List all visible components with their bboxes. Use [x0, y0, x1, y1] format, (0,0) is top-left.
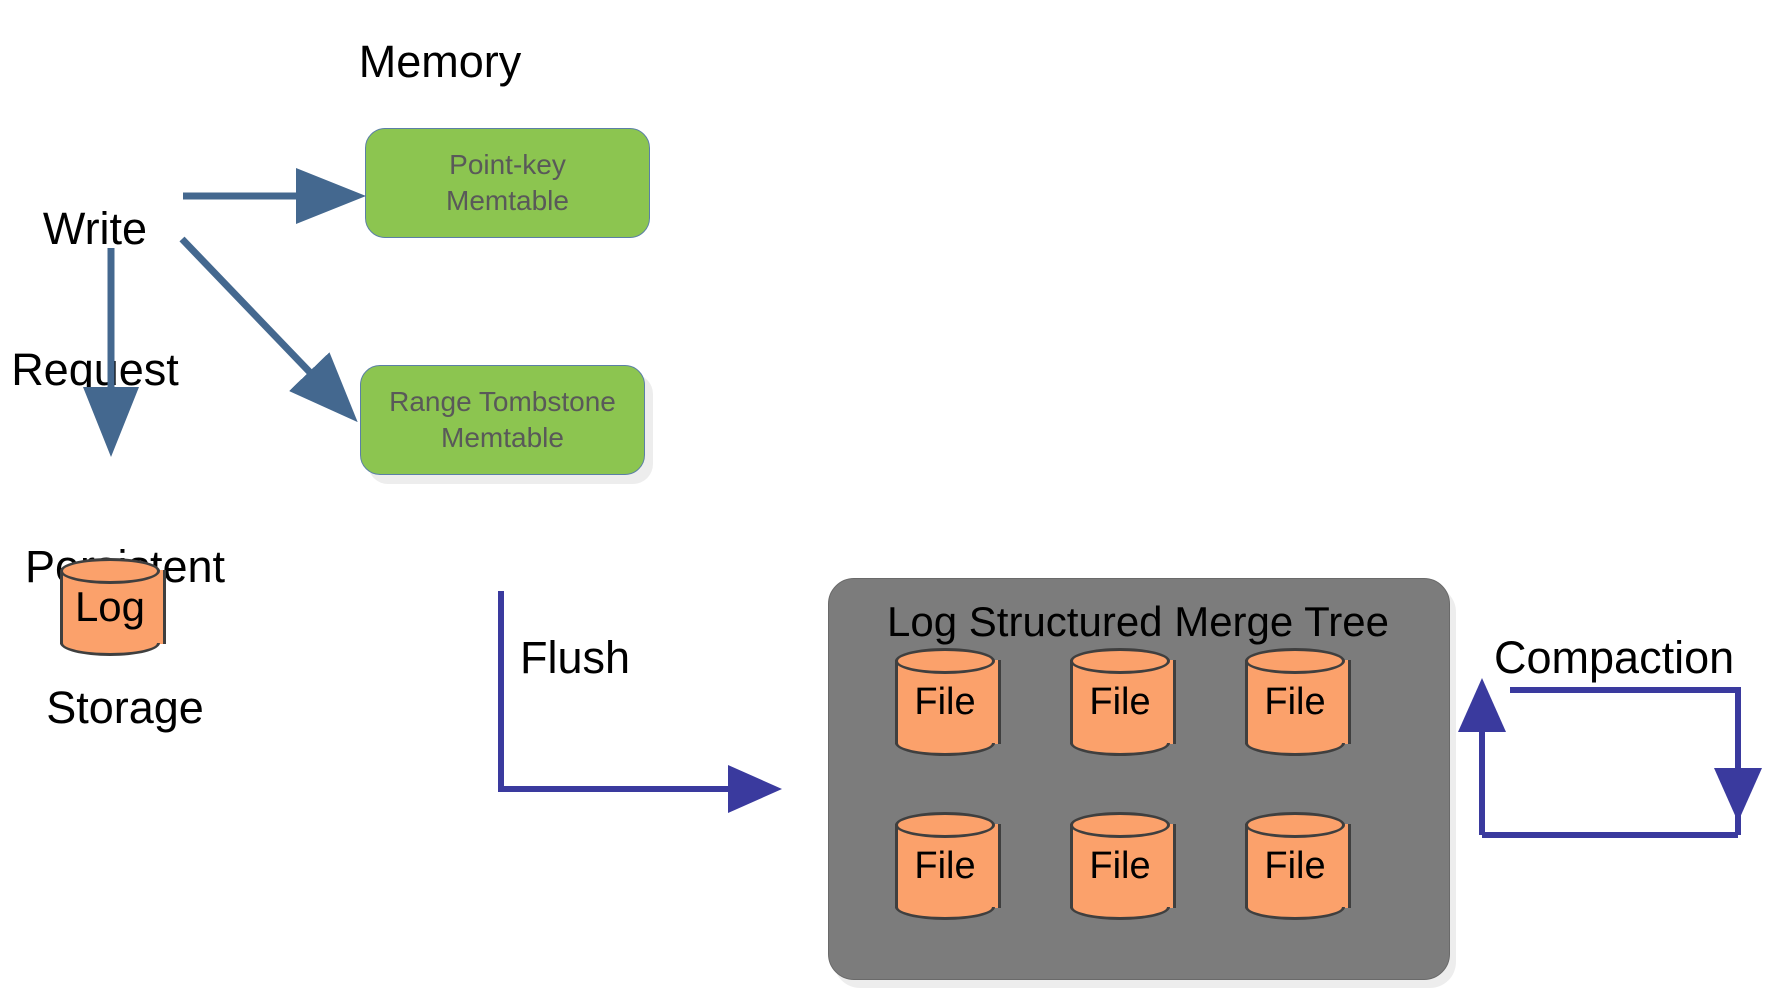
point-key-memtable-line-1: Point-key: [449, 149, 566, 181]
cylinder-top-ellipse: [1070, 648, 1170, 674]
cylinder-body: [895, 824, 1001, 908]
cylinder-top-ellipse: [895, 812, 995, 838]
lsm-file-cylinder-3[interactable]: File: [1245, 648, 1351, 756]
write-request-label: Write Request: [0, 110, 190, 488]
lsm-file-cylinder-5[interactable]: File: [1070, 812, 1176, 920]
cylinder-top-ellipse: [895, 648, 995, 674]
cylinder-top-ellipse: [1245, 648, 1345, 674]
point-key-memtable-line-2: Memtable: [446, 185, 569, 216]
point-key-memtable-box[interactable]: Point-key Memtable: [365, 128, 650, 238]
persistent-storage-label: Persistent Storage: [0, 448, 250, 826]
write-request-line-2: Request: [11, 344, 179, 396]
log-cylinder-label: Log: [74, 583, 146, 630]
lsm-file-cylinder-4[interactable]: File: [895, 812, 1001, 920]
arrow-flush: [498, 591, 782, 813]
range-tombstone-memtable-line-2: Memtable: [441, 422, 564, 453]
persistent-storage-line-2: Storage: [46, 682, 204, 734]
lsm-file-cylinder-6[interactable]: File: [1245, 812, 1351, 920]
log-structured-merge-tree-title: Log Structured Merge Tree: [887, 598, 1389, 645]
range-tombstone-memtable-box[interactable]: Range Tombstone Memtable: [360, 365, 645, 475]
lsm-file-label: File: [1264, 680, 1326, 723]
cylinder-body: [895, 660, 1001, 744]
lsm-file-label: File: [914, 680, 976, 723]
cylinder-body: [1070, 660, 1176, 744]
lsm-file-label: File: [914, 844, 976, 887]
write-request-line-1: Write: [42, 202, 148, 254]
lsm-file-label: File: [1089, 844, 1151, 887]
memory-label: Memory: [358, 36, 522, 87]
cylinder-body: [1245, 824, 1351, 908]
lsm-file-label: File: [1089, 680, 1151, 723]
compaction-label: Compaction: [1494, 632, 1735, 683]
lsm-file-label: File: [1264, 844, 1326, 887]
flush-label: Flush: [520, 632, 631, 683]
range-tombstone-memtable-line-1: Range Tombstone: [389, 386, 616, 418]
cylinder-body: [1245, 660, 1351, 744]
cylinder-top-ellipse: [1245, 812, 1345, 838]
lsm-file-cylinder-1[interactable]: File: [895, 648, 1001, 756]
lsm-file-cylinder-2[interactable]: File: [1070, 648, 1176, 756]
arrow-write-to-range-tombstone-memtable: [179, 236, 358, 423]
log-cylinder[interactable]: Log: [60, 558, 166, 656]
arrow-compaction-loop-down: [1482, 687, 1741, 838]
cylinder-top-ellipse: [60, 558, 160, 584]
cylinder-top-ellipse: [1070, 812, 1170, 838]
cylinder-body: [1070, 824, 1176, 908]
